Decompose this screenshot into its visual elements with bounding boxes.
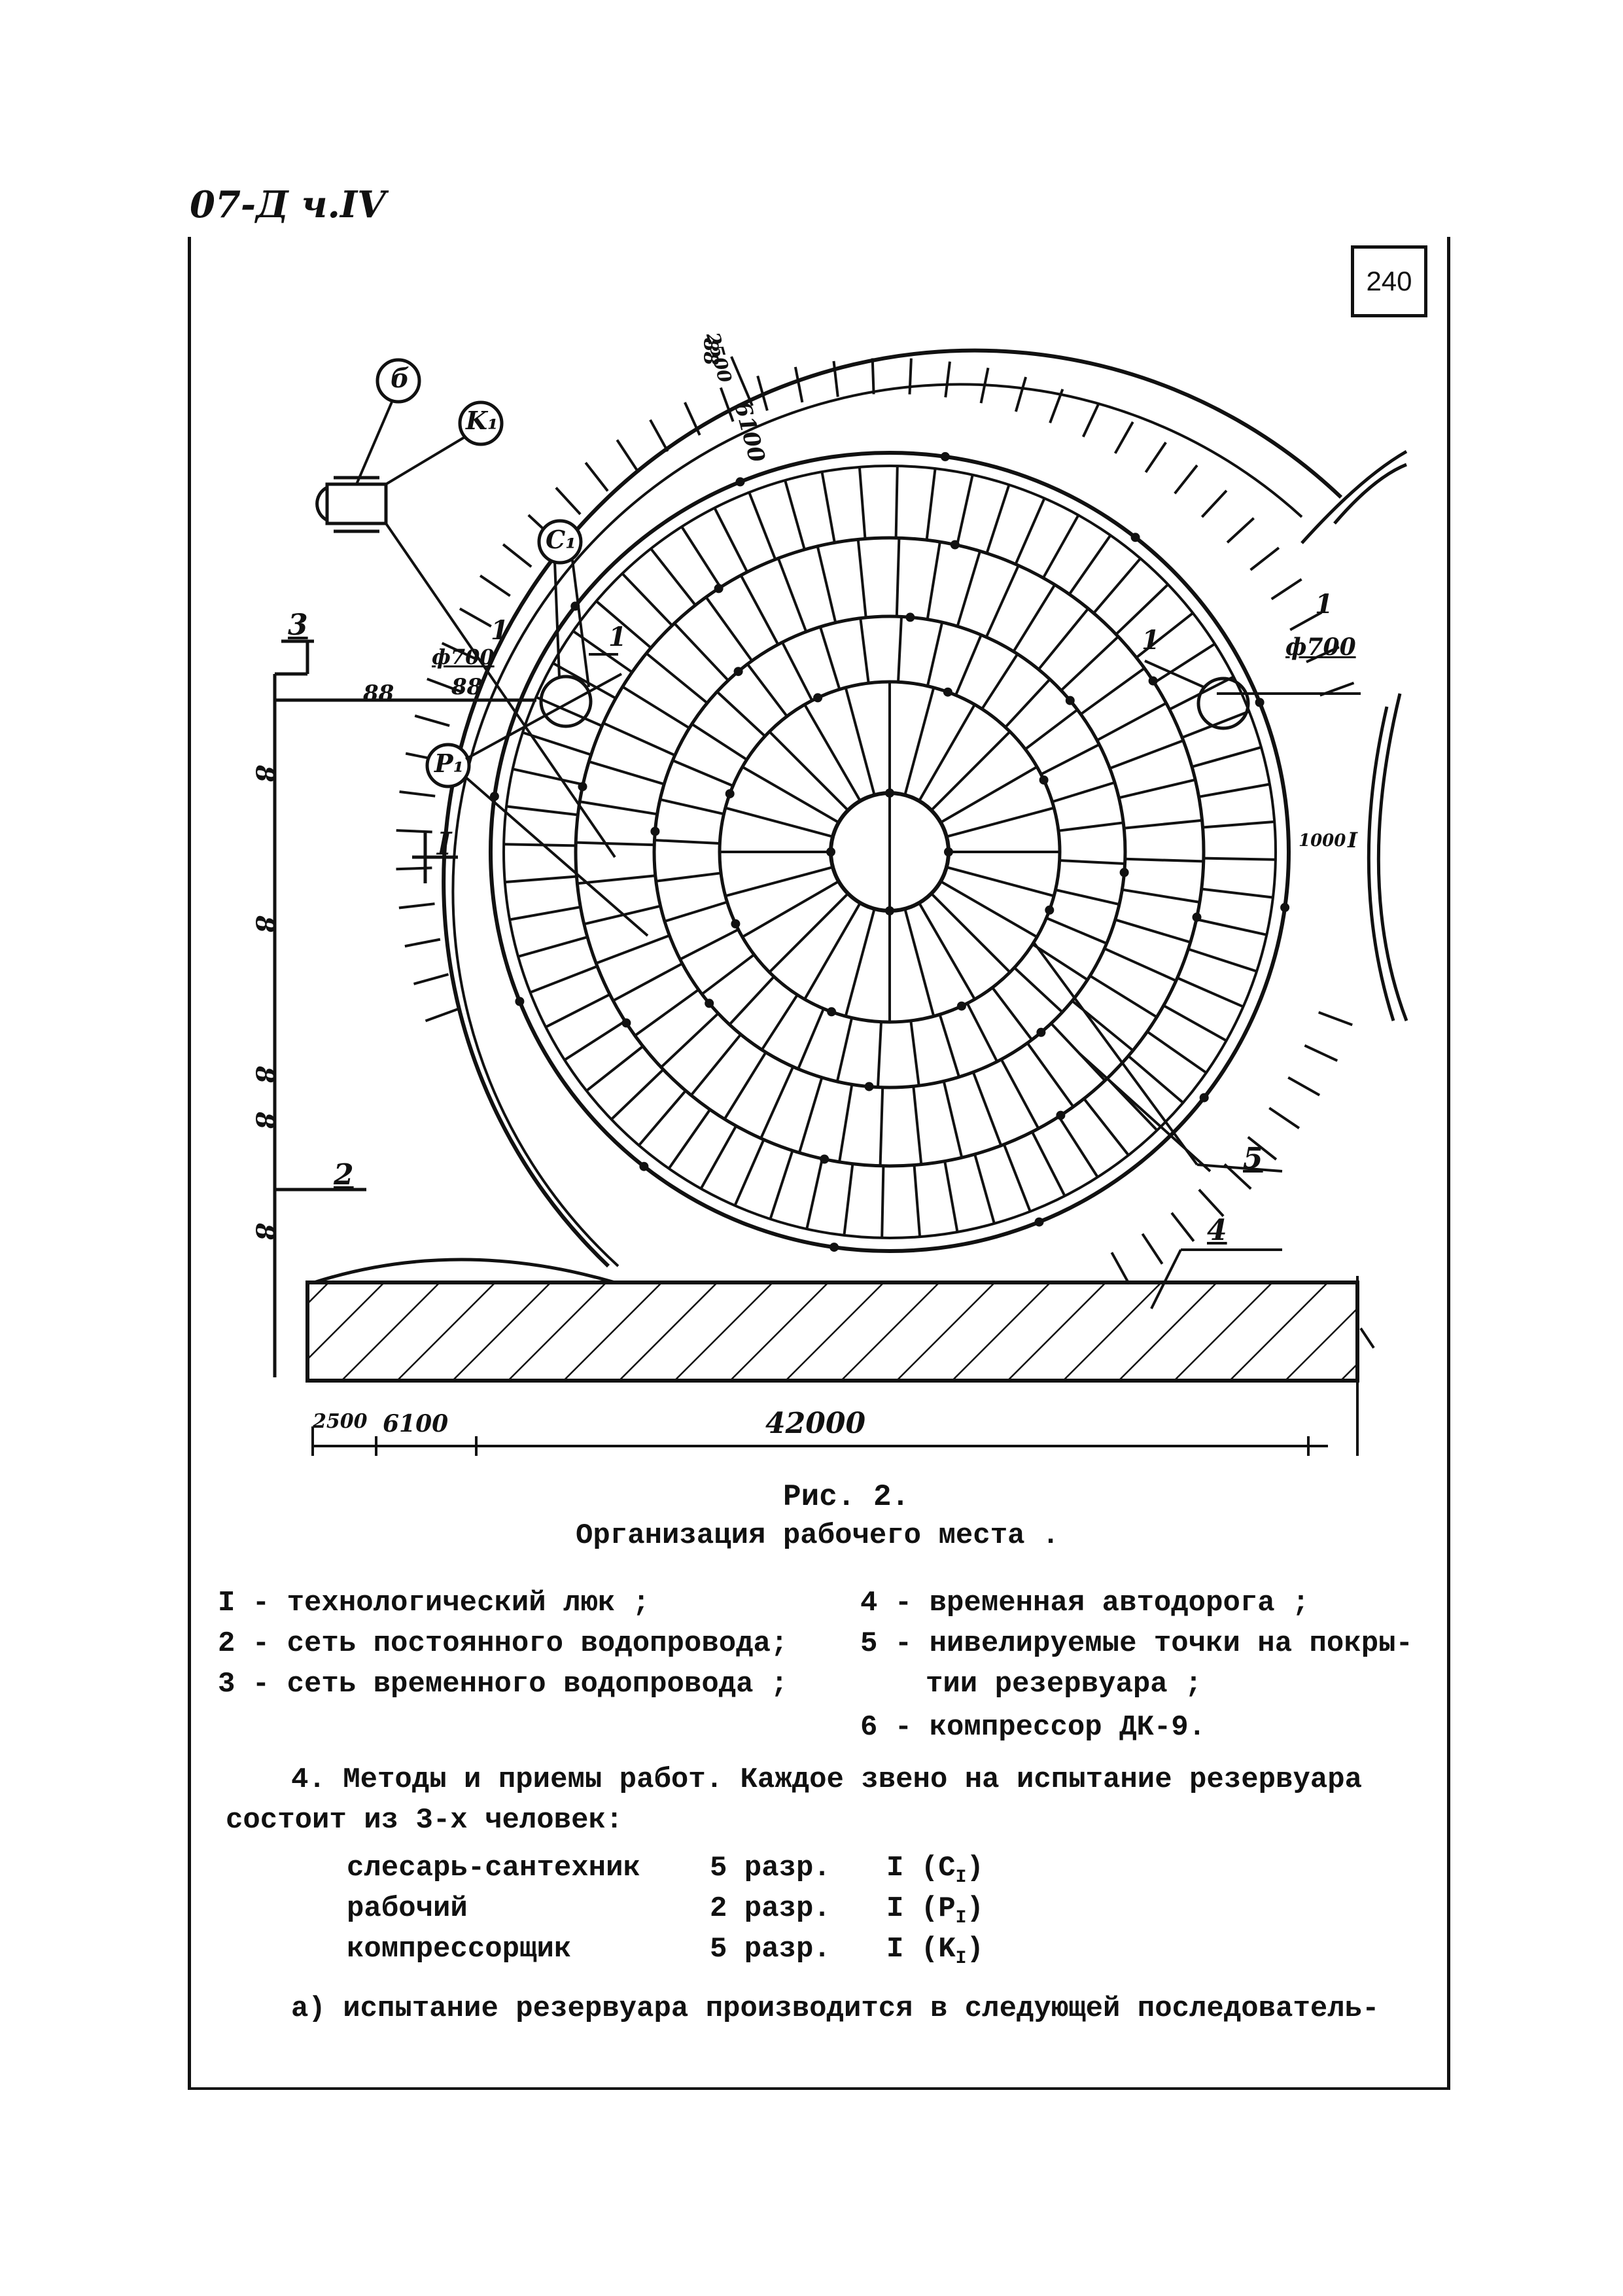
figure-subtitle: Организация рабочего места . [576, 1519, 1060, 1552]
label-8-d: 8 [250, 1223, 280, 1241]
label-88-a: 88 [363, 680, 394, 707]
crew-role-2: рабочий [347, 1892, 468, 1925]
label-1-c: 1 [1142, 625, 1160, 656]
label-2: 2 [334, 1158, 354, 1192]
label-1-b: 1 [608, 622, 627, 652]
legend-item-2: 2 - сеть постоянного водопровода; [218, 1627, 788, 1660]
leader-lines [355, 356, 1361, 1309]
legend-item-1: I - технологический люк ; [218, 1587, 650, 1619]
hatch-openings [539, 675, 1250, 730]
label-b: б [391, 363, 410, 394]
crew-grade-1: 5 разр. [710, 1852, 831, 1884]
label-1000: 1000 [1299, 831, 1346, 851]
label-d700-left: ф700 [432, 645, 495, 669]
compressor-symbol [315, 476, 388, 533]
section-item-a: а) испытание резервуара производится в с… [291, 1992, 1380, 2025]
crew-count-3: I (KI) [886, 1933, 984, 1969]
section-mark [412, 831, 458, 883]
crew-role-1: слесарь-сантехник [347, 1852, 640, 1884]
label-88-b: 88 [451, 674, 483, 700]
legend-item-3: 3 - сеть временного водопровода ; [218, 1668, 788, 1701]
label-section-i: I [437, 826, 452, 862]
label-8-c: 8 [250, 1066, 280, 1084]
legend-item-5-cont: тии резервуара ; [926, 1668, 1202, 1701]
label-i-right: I [1348, 828, 1357, 853]
leveling-points [489, 451, 1290, 1252]
label-1-d: 1 [1315, 589, 1333, 620]
crew-count-2: I (PI) [886, 1892, 984, 1928]
label-8-b: 8 [250, 915, 280, 933]
label-3: 3 [288, 609, 308, 642]
legend-item-6: 6 - компрессор ДК-9. [860, 1711, 1206, 1744]
section-paragraph-line-2: состоит из 3-х человек: [226, 1804, 623, 1837]
label-1-a: 1 [491, 615, 509, 646]
page-frame [188, 237, 1450, 2090]
temporary-road [305, 1280, 1359, 1383]
legend-item-4: 4 - временная автодорога ; [860, 1587, 1310, 1619]
legend-item-5: 5 - нивелируемые точки на покры- [860, 1627, 1413, 1660]
label-4: 4 [1207, 1214, 1227, 1247]
label-d700-right: ф700 [1285, 633, 1356, 661]
crew-count-1: I (CI) [886, 1852, 984, 1888]
label-6100-bottom: 6100 [383, 1410, 449, 1438]
label-k1: K₁ [466, 406, 498, 435]
label-c1: C₁ [546, 525, 576, 554]
outer-ring-ticks [396, 358, 1355, 1285]
section-paragraph-line-1: 4. Методы и приемы работ. Каждое звено н… [291, 1763, 1363, 1796]
neighbour-reservoir [1300, 450, 1408, 1021]
label-8-a: 8 [250, 765, 280, 783]
figure-title: Рис. 2. [783, 1480, 910, 1514]
label-8-e: 8 [250, 1112, 280, 1129]
page-number: 240 [1351, 245, 1427, 317]
label-42000: 42000 [765, 1407, 866, 1440]
water-pipeline [273, 639, 536, 1377]
dimension-line [311, 1276, 1375, 1456]
outer-ring [442, 348, 1343, 1268]
label-5: 5 [1243, 1142, 1263, 1175]
tank-spokes [504, 466, 1276, 1238]
crew-grade-2: 2 разр. [710, 1892, 831, 1925]
crew-grade-3: 5 разр. [710, 1933, 831, 1966]
label-2500-bottom: 2500 [313, 1410, 368, 1433]
label-p1: P₁ [434, 749, 464, 778]
callout-circles [375, 358, 583, 788]
crew-role-3: компрессорщик [347, 1933, 572, 1966]
document-code: 07-Д ч.IV [190, 183, 386, 226]
